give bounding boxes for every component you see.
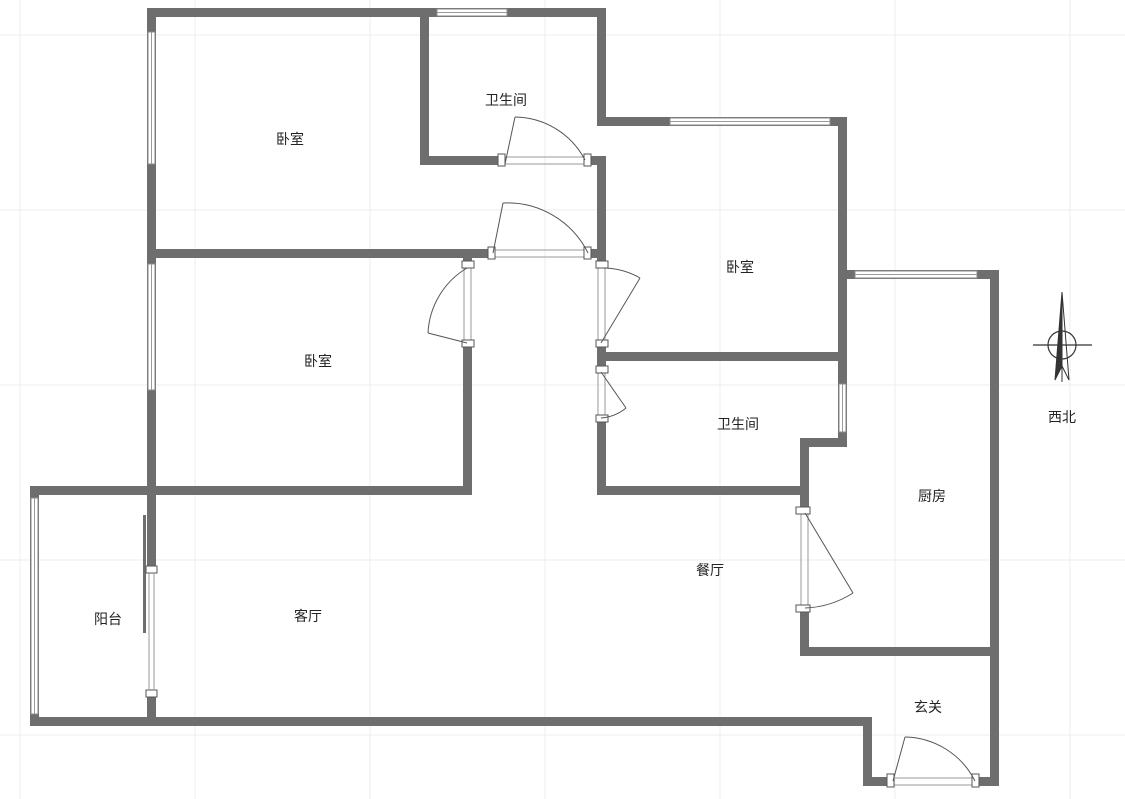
door-kitchen xyxy=(795,506,854,613)
room-label-living: 客厅 xyxy=(294,609,322,625)
wall xyxy=(800,608,809,656)
wall xyxy=(147,8,606,17)
walls xyxy=(30,8,999,786)
wall xyxy=(585,249,606,258)
doors xyxy=(427,116,980,788)
wall xyxy=(838,117,847,447)
wall xyxy=(147,495,156,570)
room-label-bathroom-mid: 卫生间 xyxy=(717,417,759,433)
room-label-kitchen: 厨房 xyxy=(918,489,946,505)
wall xyxy=(990,270,999,786)
room-label-entrance: 玄关 xyxy=(914,700,942,716)
room-label-balcony: 阳台 xyxy=(94,612,122,628)
wall xyxy=(975,777,999,786)
wall xyxy=(863,717,872,786)
wall xyxy=(420,156,505,165)
door-bathroom-mid xyxy=(595,365,627,423)
door-bedroom-top-left xyxy=(487,202,592,260)
wall xyxy=(597,352,847,361)
wall xyxy=(800,438,847,447)
wall xyxy=(800,438,809,513)
room-label-bedroom-top-left: 卧室 xyxy=(276,132,304,148)
door-entrance xyxy=(886,736,980,788)
door-bathroom-top xyxy=(497,116,592,167)
wall xyxy=(597,486,809,495)
room-label-bedroom-right: 卧室 xyxy=(726,260,754,276)
compass-direction-label: 西北 xyxy=(1048,410,1076,426)
compass-north-arrow-icon xyxy=(1033,291,1092,382)
wall xyxy=(863,777,893,786)
wall xyxy=(147,694,156,726)
door-jamb xyxy=(145,565,158,574)
room-label-dining: 餐厅 xyxy=(696,563,724,579)
windows xyxy=(30,8,978,715)
door-bedroom-mid-left xyxy=(427,260,475,348)
sliding-door-panel xyxy=(143,515,146,633)
wall xyxy=(147,249,490,258)
wall xyxy=(597,8,606,126)
room-label-bathroom-top: 卫生间 xyxy=(485,93,527,109)
room-label-bedroom-mid-left: 卧室 xyxy=(304,354,332,370)
wall xyxy=(30,717,872,726)
wall xyxy=(800,647,999,656)
wall xyxy=(420,8,429,165)
door-jamb xyxy=(145,689,158,698)
wall xyxy=(463,343,472,495)
door-bedroom-right xyxy=(595,260,641,348)
wall xyxy=(597,418,606,495)
wall xyxy=(585,156,606,165)
wall xyxy=(30,486,472,495)
wall xyxy=(597,156,606,268)
